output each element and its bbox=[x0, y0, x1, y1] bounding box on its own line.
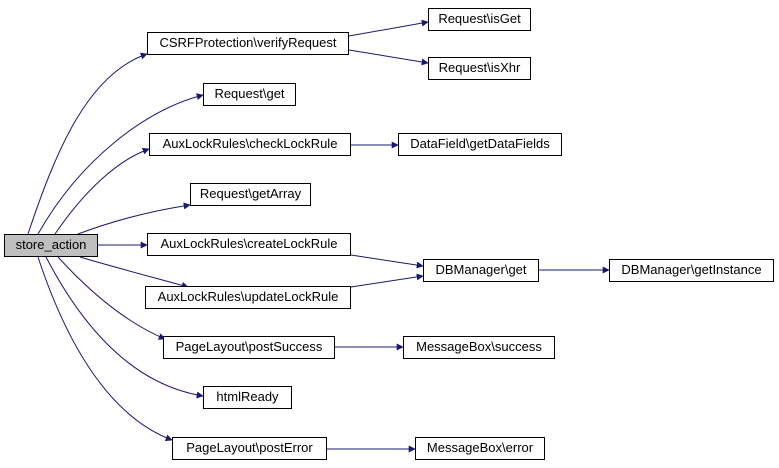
node-get-data-fields[interactable]: DataField\getDataFields bbox=[398, 133, 562, 156]
node-request-isxhr[interactable]: Request\isXhr bbox=[428, 57, 531, 80]
node-update-lock-rule[interactable]: AuxLockRules\updateLockRule bbox=[145, 286, 351, 309]
node-csrf-verify-request[interactable]: CSRFProtection\verifyRequest bbox=[147, 32, 349, 55]
node-store-action[interactable]: store_action bbox=[4, 234, 98, 257]
node-msg-error[interactable]: MessageBox\error bbox=[415, 437, 545, 460]
edge-store-action-to-update-lock-rule bbox=[79, 256, 189, 289]
node-request-getarray[interactable]: Request\getArray bbox=[190, 183, 311, 206]
node-msg-success[interactable]: MessageBox\success bbox=[403, 336, 555, 359]
node-check-lock-rule[interactable]: AuxLockRules\checkLockRule bbox=[149, 133, 351, 156]
node-request-get[interactable]: Request\get bbox=[203, 83, 296, 106]
node-html-ready[interactable]: htmlReady bbox=[203, 386, 292, 409]
node-post-success[interactable]: PageLayout\postSuccess bbox=[163, 336, 335, 359]
edge-store-action-to-html-ready bbox=[45, 256, 204, 399]
edge-create-lock-rule-to-db-get bbox=[350, 254, 424, 269]
node-db-manager-get[interactable]: DBManager\get bbox=[423, 259, 539, 282]
node-request-isget[interactable]: Request\isGet bbox=[428, 8, 531, 31]
edge-store-action-to-check-lock-rule bbox=[54, 147, 150, 235]
node-create-lock-rule[interactable]: AuxLockRules\createLockRule bbox=[147, 233, 351, 256]
edge-csrf-verify-to-request-isxhr bbox=[348, 49, 429, 66]
node-db-manager-getinstance[interactable]: DBManager\getInstance bbox=[609, 259, 774, 282]
edge-csrf-verify-to-request-isget bbox=[348, 19, 429, 37]
edge-store-action-to-request-get bbox=[37, 93, 204, 235]
node-post-error[interactable]: PageLayout\postError bbox=[172, 437, 327, 460]
edge-store-action-to-post-success bbox=[57, 256, 166, 340]
edge-store-action-to-csrf-verify bbox=[27, 52, 148, 235]
edge-store-action-to-request-getarray bbox=[77, 202, 191, 235]
edge-store-action-to-post-error bbox=[37, 256, 173, 442]
edge-update-lock-rule-to-db-get bbox=[350, 273, 424, 288]
